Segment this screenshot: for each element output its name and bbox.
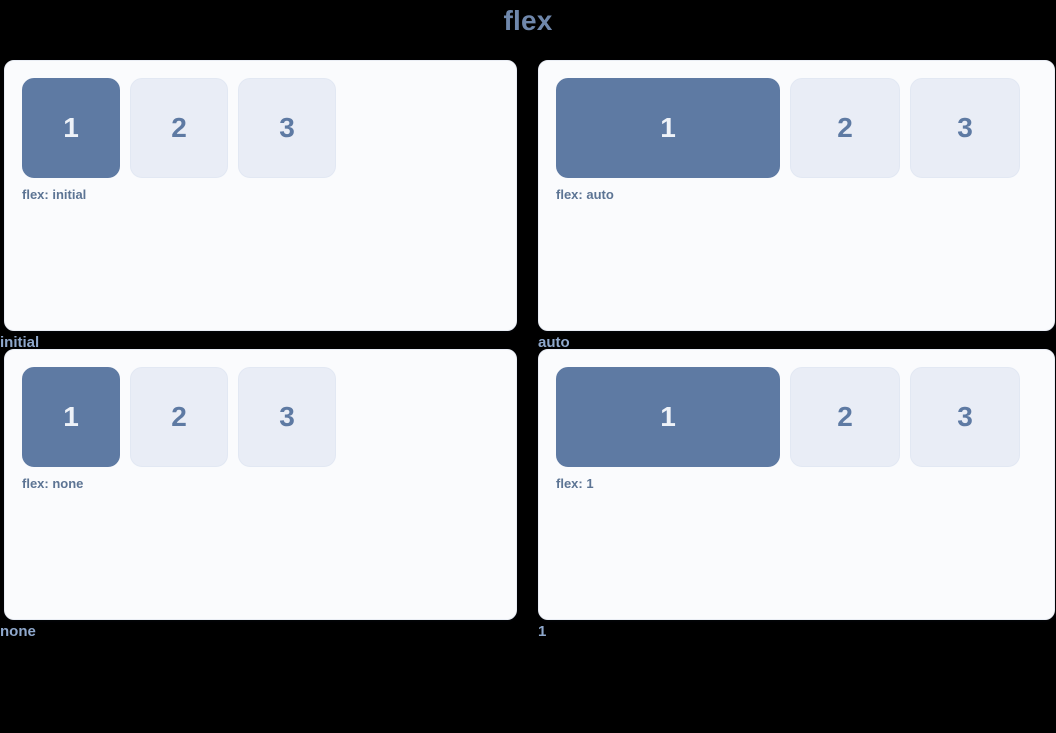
flex-note-one: flex: 1 [556, 476, 594, 491]
demo-cell-initial: 1 2 3 flex: initial initial [0, 60, 517, 351]
demo-caption-auto: auto [538, 334, 570, 351]
demo-cell-none: 1 2 3 flex: none none [0, 349, 517, 640]
flex-item-1[interactable]: 1 [556, 367, 780, 467]
demo-cell-auto: 1 2 3 flex: auto auto [538, 60, 1055, 351]
flex-item-3[interactable]: 3 [238, 78, 336, 178]
demo-panel-auto: 1 2 3 flex: auto [538, 60, 1055, 331]
demo-caption-initial: initial [0, 334, 40, 351]
flex-item-2[interactable]: 2 [130, 367, 228, 467]
flex-note-initial: flex: initial [22, 187, 87, 202]
flex-item-3[interactable]: 3 [910, 367, 1020, 467]
flex-item-1[interactable]: 1 [22, 78, 120, 178]
flex-item-3[interactable]: 3 [910, 78, 1020, 178]
flex-item-2[interactable]: 2 [790, 367, 900, 467]
page-title: flex [503, 5, 553, 36]
flex-item-3[interactable]: 3 [238, 367, 336, 467]
demo-panel-one: 1 2 3 flex: 1 [538, 349, 1055, 620]
flex-item-1[interactable]: 1 [556, 78, 780, 178]
flex-container-none: 1 2 3 [22, 367, 482, 467]
flex-note-none: flex: none [22, 476, 84, 491]
flex-container-initial: 1 2 3 [22, 78, 482, 178]
demo-caption-none: none [0, 623, 36, 640]
flex-container-auto: 1 2 3 [556, 78, 1020, 178]
flex-item-2[interactable]: 2 [790, 78, 900, 178]
flex-note-auto: flex: auto [556, 187, 614, 202]
flex-item-2[interactable]: 2 [130, 78, 228, 178]
demo-caption-one: 1 [538, 623, 547, 640]
demo-cell-one: 1 2 3 flex: 1 1 [538, 349, 1055, 640]
flex-container-one: 1 2 3 [556, 367, 1020, 467]
flex-item-1[interactable]: 1 [22, 367, 120, 467]
demo-panel-initial: 1 2 3 flex: initial [4, 60, 517, 331]
demo-panel-none: 1 2 3 flex: none [4, 349, 517, 620]
flex-demo-grid: 1 2 3 flex: initial initial 1 2 3 flex: … [0, 60, 1056, 640]
